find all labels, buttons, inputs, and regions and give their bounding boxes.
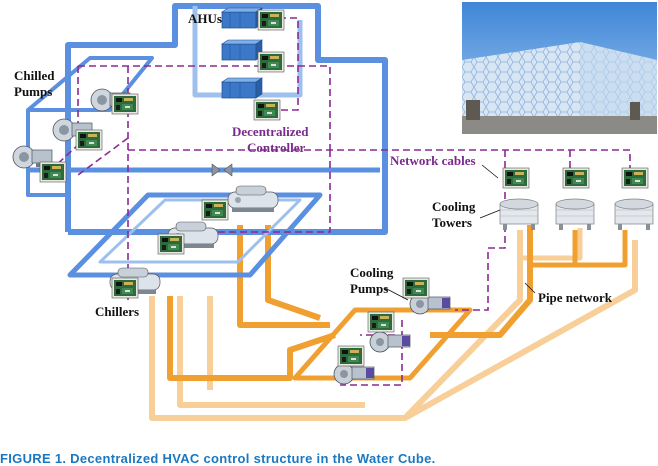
label-chillers: Chillers xyxy=(95,304,140,319)
label-network-cables: Network cables xyxy=(390,153,476,168)
label-chilled-pumps-line2: Pumps xyxy=(14,84,53,99)
label-decentralized-line1: Decentralized xyxy=(232,124,309,139)
label-chilled-pumps-line1: Chilled xyxy=(14,68,55,83)
ahu-controllers xyxy=(253,9,285,121)
label-decentralized-line2: Controller xyxy=(247,140,306,155)
chilled-water-pipes xyxy=(26,3,388,278)
label-cooling-towers-line2: Towers xyxy=(432,215,472,230)
figure-caption: FIGURE 1. Decentralized HVAC control str… xyxy=(0,451,436,466)
label-pointers xyxy=(384,164,536,301)
label-pipe-network: Pipe network xyxy=(538,290,613,305)
cooling-tower-controllers xyxy=(502,167,649,189)
ahu-units xyxy=(221,7,263,99)
water-cube-photo xyxy=(462,2,657,134)
label-cooling-pumps-line1: Cooling xyxy=(350,265,394,280)
cooling-towers xyxy=(499,198,654,231)
label-cooling-pumps-line2: Pumps xyxy=(350,281,389,296)
label-ahus: AHUs xyxy=(188,11,222,26)
label-cooling-towers-line1: Cooling xyxy=(432,199,476,214)
